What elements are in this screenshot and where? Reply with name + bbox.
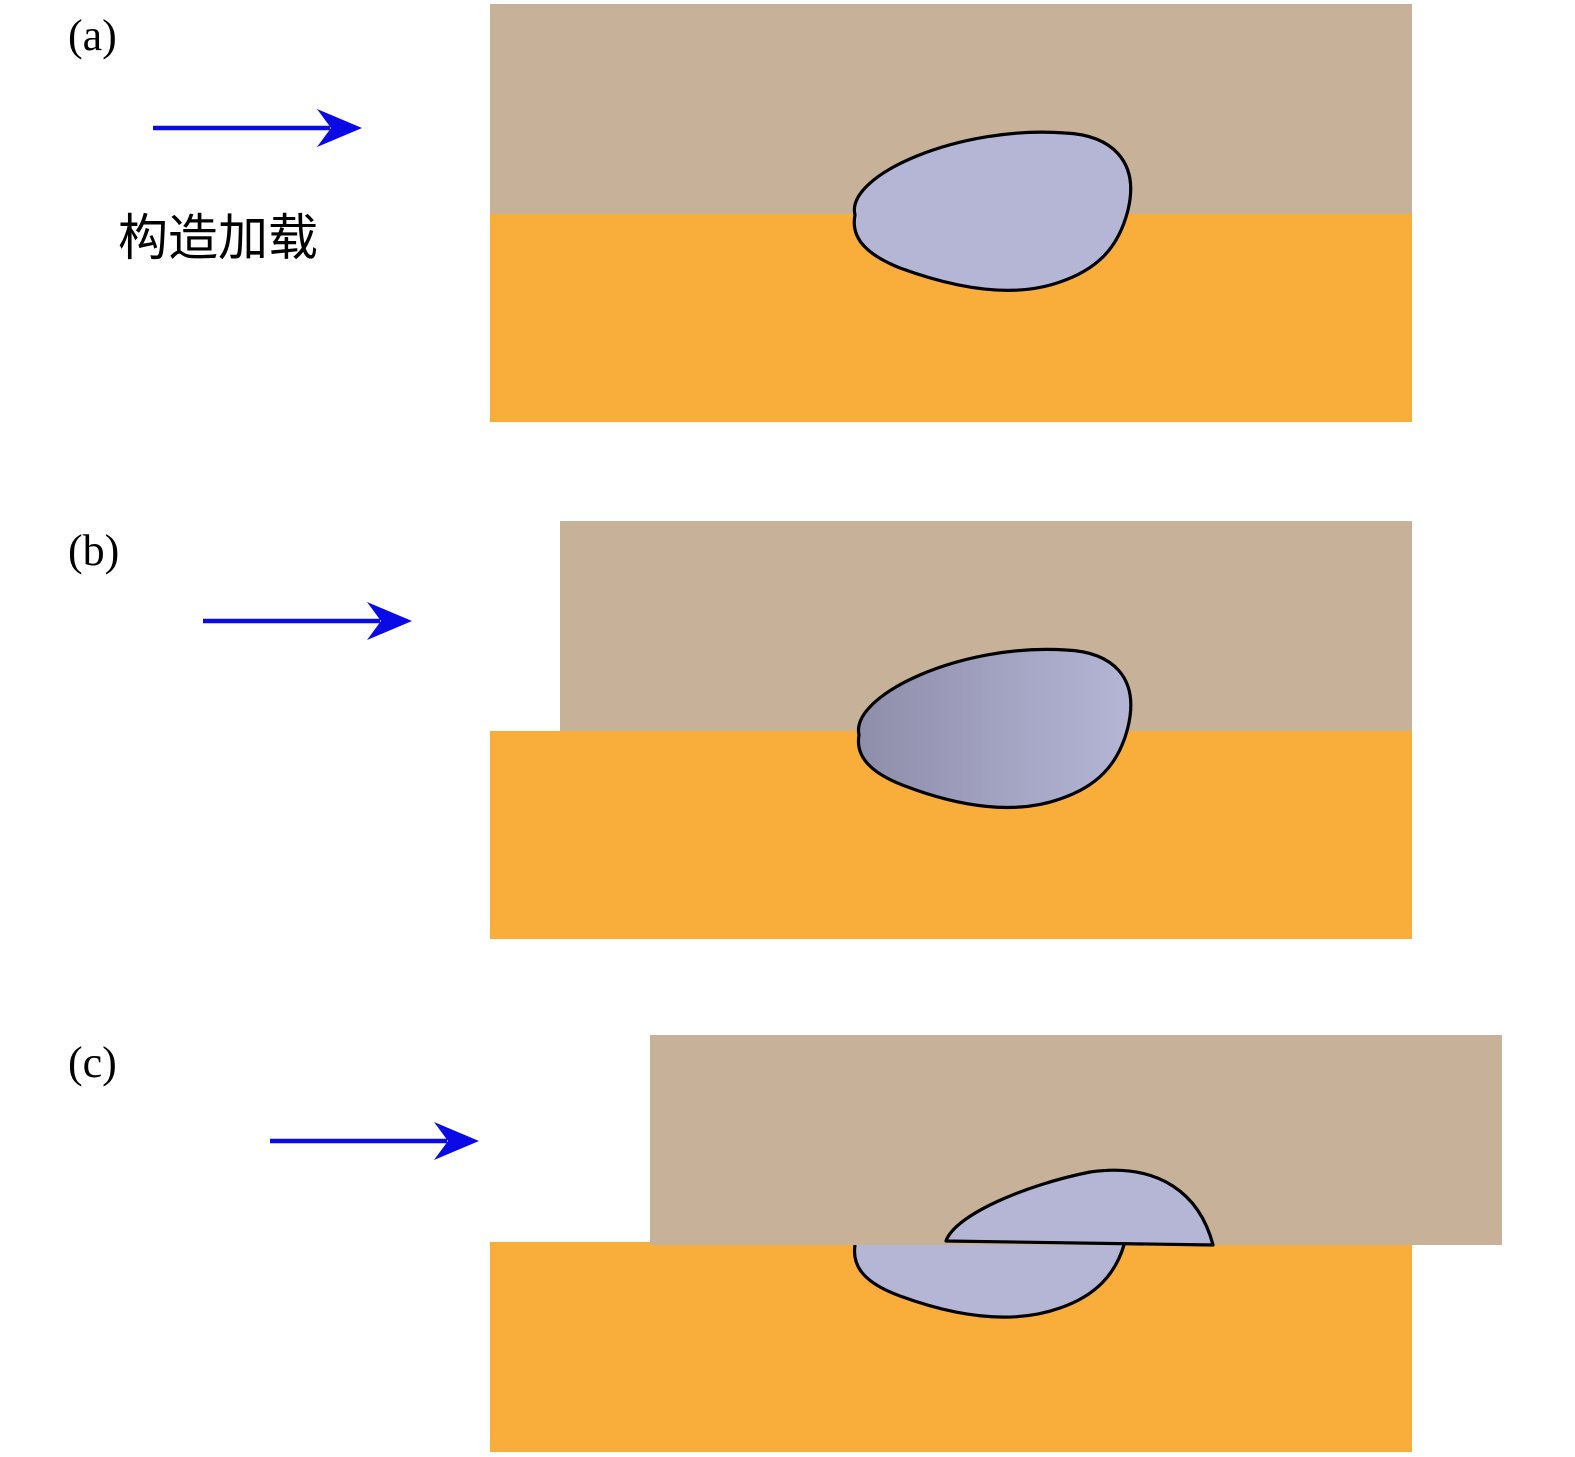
panel-label-b: (b) (68, 526, 119, 575)
panel-c: (c) (68, 1035, 1502, 1452)
load-arrow-b (203, 602, 412, 640)
load-arrow-c (270, 1122, 479, 1160)
tectonic-loading-label: 构造加载 (118, 209, 318, 267)
load-arrow-a (153, 109, 362, 147)
panel-label-a: (a) (68, 11, 117, 60)
panel-b: (b) (68, 521, 1412, 939)
rock-body-lower-part-c (852, 1244, 1126, 1319)
rock-body-a (852, 130, 1133, 292)
rock-body-b (856, 647, 1133, 810)
panel-label-c: (c) (68, 1038, 117, 1087)
panel-a: (a) 构造加载 (68, 4, 1412, 422)
rock-body-upper-part-c (944, 1168, 1215, 1247)
